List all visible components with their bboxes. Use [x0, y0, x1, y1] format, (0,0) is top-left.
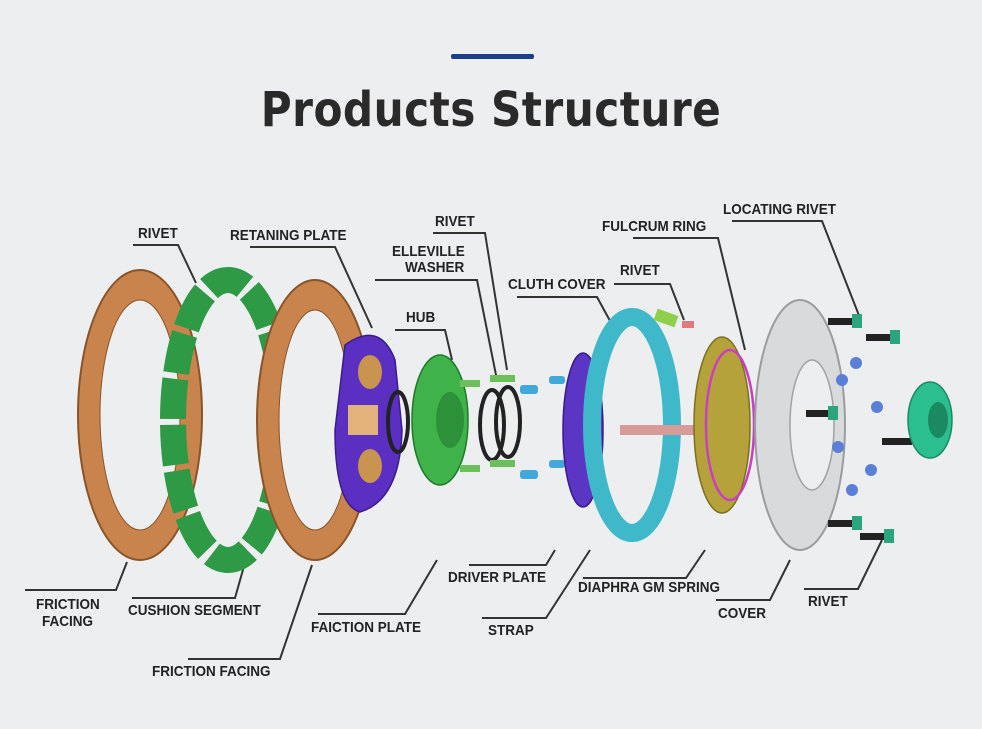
label-rivet-1: RIVET [138, 225, 178, 242]
label-belleville-washer-line1: ELLEVILLE [392, 243, 465, 260]
label-belleville-washer-line2: WASHER [405, 259, 465, 276]
shaft [620, 425, 730, 435]
leader-friction-facing-1 [25, 561, 128, 591]
cover-part [754, 299, 846, 551]
leader-rivet-3 [614, 283, 685, 321]
locating-rivets [806, 314, 900, 543]
leader-rivet-1 [133, 244, 197, 284]
leader-friction-plate [318, 559, 438, 615]
leader-rivet-2 [433, 232, 508, 371]
diaphragm-spring-part [693, 336, 756, 514]
clutch-cover-part [583, 308, 694, 542]
title-accent-bar [451, 54, 534, 59]
leader-strap [482, 549, 591, 619]
release-bearing-part [882, 381, 953, 459]
label-hub: HUB [406, 309, 436, 326]
belleville-washer-part [478, 375, 522, 467]
hub-part [411, 354, 480, 486]
label-cushion-segment: CUSHION SEGMENT [128, 602, 261, 619]
leader-diaphragm-spring [583, 549, 706, 579]
label-strap: STRAP [488, 622, 534, 639]
label-clutch-cover: CLUTH COVER [508, 276, 606, 293]
label-rivet-4: RIVET [808, 593, 848, 610]
label-friction-facing-1-line1: FRICTION [36, 596, 100, 613]
label-rivet-3: RIVET [620, 262, 660, 279]
page-title: Products Structure [260, 82, 722, 138]
label-fulcrum-ring: FULCRUM RING [602, 218, 707, 235]
retaining-plate-part [334, 334, 403, 513]
label-diaphragm-spring: DIAPHRA GM SPRING [578, 579, 721, 596]
leader-rivet-4 [804, 539, 883, 590]
label-locating-rivet: LOCATING RIVET [723, 201, 837, 218]
label-friction-facing-2: FRICTION FACING [152, 663, 271, 680]
driver-pins [520, 376, 565, 479]
label-retaining-plate: RETANING PLATE [230, 227, 347, 244]
label-friction-facing-1-line2: FACING [42, 613, 94, 630]
leader-locating-rivet [732, 220, 861, 319]
leader-clutch-cover [517, 296, 616, 331]
label-rivet-2: RIVET [435, 213, 475, 230]
leader-fulcrum-ring [633, 237, 746, 351]
leader-driver-plate [469, 549, 556, 566]
label-driver-plate: DRIVER PLATE [448, 569, 547, 586]
label-cover: COVER [718, 605, 767, 622]
label-friction-plate: FAICTION PLATE [311, 619, 422, 636]
leader-hub [395, 329, 453, 361]
leader-cover [716, 559, 791, 601]
washer-ring [386, 390, 410, 454]
leader-lines [25, 220, 883, 660]
leader-friction-facing-2 [188, 564, 313, 660]
leader-retaining-plate [250, 246, 373, 329]
blue-rivets [832, 357, 883, 496]
leader-belleville-washer [375, 279, 498, 381]
